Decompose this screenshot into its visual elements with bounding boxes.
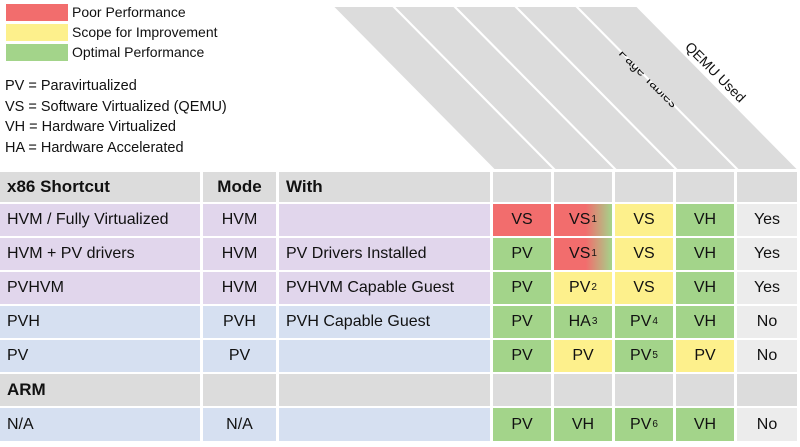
header-mode: Mode [203,172,276,202]
with-cell: PVHVM Capable Guest [279,272,490,304]
header-empty-cell [737,172,797,202]
abbreviations-key: PV = Paravirtualized VS = Software Virtua… [5,76,227,158]
feature-cell: PV [493,238,551,270]
legend-item: Scope for Improvement [6,24,306,41]
feature-cell: VH [554,408,612,441]
feature-cell: VH [676,204,734,236]
feature-cell: Yes [737,238,797,270]
mode-cell: HVM [203,238,276,270]
feature-cell: No [737,408,797,441]
with-cell [279,408,490,441]
abbreviation-line: HA = Hardware Accelerated [5,139,184,156]
legend-swatch [6,44,68,61]
feature-header-band [395,7,614,169]
feature-cell: PV [676,340,734,372]
header-empty-cell [493,172,551,202]
shortcut-cell: HVM / Fully Virtualized [0,204,200,236]
abbreviation-line: PV = Paravirtualized [5,78,137,94]
with-cell [279,204,490,236]
feature-cell: VS [493,204,551,236]
legend-label: Poor Performance [72,4,186,20]
feature-cell: PV [493,272,551,304]
feature-header-band [334,7,553,169]
shortcut-cell: HVM + PV drivers [0,238,200,270]
legend-item: Poor Performance [6,4,306,21]
abbreviation-line: VS = Software Virtualized (QEMU) [5,98,227,115]
legend-swatch [6,24,68,41]
with-cell: PVH Capable Guest [279,306,490,338]
feature-cell: VH [676,272,734,304]
header-with [279,374,490,406]
header-empty-cell [493,374,551,406]
feature-cell: PV [554,340,612,372]
feature-cell: Yes [737,204,797,236]
shortcut-cell: PVHVM [0,272,200,304]
feature-cell: PV [493,340,551,372]
header-empty-cell [615,374,673,406]
header-empty-cell [737,374,797,406]
header-empty-cell [615,172,673,202]
feature-cell: Yes [737,272,797,304]
feature-cell: VS [615,204,673,236]
shortcut-cell: PVH [0,306,200,338]
feature-header-band [456,7,675,169]
legend-item: Optimal Performance [6,44,306,61]
legend-label: Scope for Improvement [72,24,218,40]
shortcut-cell: PV [0,340,200,372]
feature-cell: No [737,306,797,338]
mode-cell: PV [203,340,276,372]
feature-cell: VS [615,272,673,304]
feature-cell: No [737,340,797,372]
feature-cell: VH [676,306,734,338]
header-empty-cell [676,172,734,202]
header-empty-cell [676,374,734,406]
feature-cell: VS [615,238,673,270]
feature-column-headers: Disk and NetworkInterrupts & TimersBoot … [334,7,797,169]
header-empty-cell [554,172,612,202]
feature-header-band [517,7,736,169]
shortcut-cell: N/A [0,408,200,441]
legend-label: Optimal Performance [72,44,205,60]
feature-cell: VH [676,238,734,270]
mode-cell: HVM [203,272,276,304]
header-shortcut: ARM [0,374,200,406]
header-empty-cell [554,374,612,406]
feature-cell: PV [493,306,551,338]
header-with: With [279,172,490,202]
with-cell: PV Drivers Installed [279,238,490,270]
feature-cell: VH [676,408,734,441]
abbreviation-line: VH = Hardware Virtualized [5,119,176,135]
header-shortcut: x86 Shortcut [0,172,200,202]
mode-cell: HVM [203,204,276,236]
header-mode [203,374,276,406]
feature-cell: PV [493,408,551,441]
mode-cell: PVH [203,306,276,338]
mode-cell: N/A [203,408,276,441]
with-cell [279,340,490,372]
feature-header-band [578,7,797,169]
legend-swatch [6,4,68,21]
